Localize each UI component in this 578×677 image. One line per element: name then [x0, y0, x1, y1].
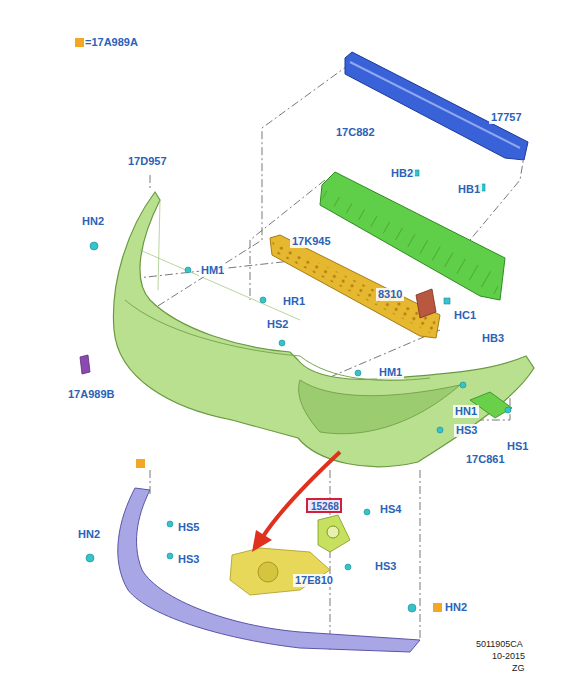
drawing-note: 5011905CA [474, 639, 525, 650]
part-number: 15268 [311, 501, 337, 512]
part-number: 8310 [376, 288, 404, 301]
part-number: HR1 [281, 295, 307, 308]
part-number: 17K945 [290, 235, 333, 248]
part-number: HS1 [505, 440, 530, 453]
part-number: HN2 [443, 601, 469, 614]
part-number: 17C861 [464, 453, 507, 466]
part-number: HN2 [76, 528, 102, 541]
fog-bracket [230, 548, 330, 595]
part-number: 17D957 [126, 155, 169, 168]
part-number: 17C882 [334, 126, 377, 139]
lower-spoiler [118, 488, 420, 652]
part-number: HS3 [373, 560, 398, 573]
part-number: HS2 [265, 318, 290, 331]
part-number: HM1 [199, 264, 226, 277]
part-number: HS5 [176, 521, 201, 534]
drawing-note: 10-2015 [490, 651, 527, 662]
legend-entry: =17A989A [75, 36, 138, 48]
bumper-beam [345, 52, 528, 160]
highlighted-part-number: 15268 [306, 498, 342, 513]
part-number: 17757 [489, 111, 524, 124]
part-number: HM1 [377, 366, 404, 379]
part-number: HN1 [453, 405, 479, 418]
part-number: HB2 [389, 167, 415, 180]
part-number: HN2 [80, 215, 106, 228]
legend-swatch [75, 38, 84, 47]
part-number: HS4 [378, 503, 403, 516]
part-number: HS3 [176, 553, 201, 566]
part-number: HB3 [480, 332, 506, 345]
fog-cover [318, 515, 350, 552]
part-number: 17E810 [293, 574, 335, 587]
part-number: HB1 [456, 183, 482, 196]
bumper-cover [113, 192, 534, 467]
foam-absorber [270, 235, 440, 338]
part-number: 17A989B [66, 388, 116, 401]
part-number: HC1 [452, 309, 478, 322]
legend-text: =17A989A [85, 36, 138, 48]
drawing-note: ZG [510, 663, 527, 674]
part-number: HS3 [454, 424, 479, 437]
